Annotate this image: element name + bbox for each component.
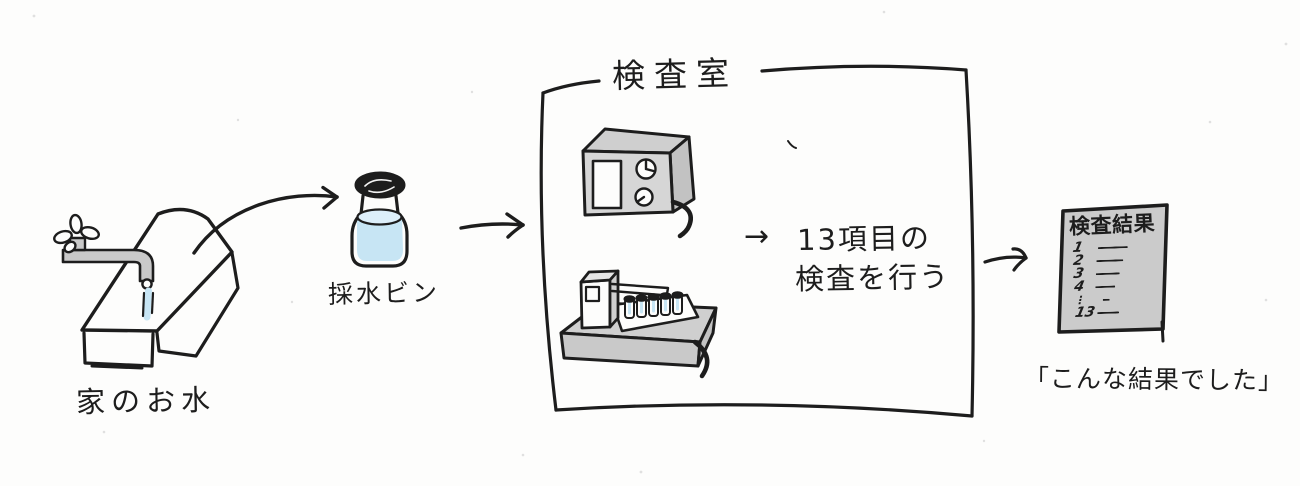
- report-item-list: 1 2 3 4 ⋮ 13: [1071, 240, 1131, 322]
- oven-door: [591, 159, 623, 210]
- sample-bottle-drawing: [350, 171, 409, 268]
- report-item-value-line: [1097, 245, 1128, 249]
- report-item-number: 13: [1073, 304, 1097, 322]
- paper-speckles: [32, 10, 1288, 474]
- lab-analyzer-drawing: [559, 269, 718, 379]
- report-paper-drawing: [1057, 203, 1169, 343]
- instrument-window: [584, 285, 601, 303]
- bottle-label: 採水ビン: [327, 278, 441, 309]
- arrow-sink-to-bottle: [192, 185, 339, 255]
- faucet-handle-icon: [53, 213, 100, 254]
- note-arrow-glyph: →: [744, 219, 770, 254]
- lab-room-outline: [539, 64, 975, 418]
- water-stream: [143, 287, 152, 321]
- note-line-1: 13項目の: [796, 220, 932, 258]
- report-item-value-line: [1096, 258, 1124, 262]
- report-item-value-line: [1102, 298, 1110, 301]
- report-item-value-line: [1097, 310, 1120, 314]
- result-quote: 「こんな結果でした」: [1023, 363, 1285, 396]
- report-item-number: 4: [1072, 278, 1086, 296]
- report-title: 検査結果: [1068, 211, 1156, 239]
- arrow-bottle-to-lab: [459, 212, 525, 239]
- note-line-2: 検査を行う: [794, 259, 951, 297]
- bottle-cap: [354, 171, 406, 199]
- analyzer-cord: [692, 339, 710, 379]
- stray-mark: [787, 140, 797, 149]
- report-item-value-line: [1095, 271, 1120, 275]
- faucet-pipe: [61, 248, 155, 283]
- oven-cord: [670, 199, 694, 239]
- report-item-value-line: [1095, 285, 1116, 288]
- sink-label: 家のお水: [75, 382, 217, 420]
- report-row: 13: [1073, 304, 1130, 322]
- lab-oven-drawing: [581, 127, 696, 239]
- test-tubes-icon: [623, 291, 684, 319]
- oven-dial-icon: [634, 158, 657, 207]
- sink-faucet-drawing: [53, 207, 240, 370]
- arrow-lab-to-report: [983, 247, 1028, 272]
- faucet-spout-tip: [141, 278, 153, 290]
- lab-room-title: 検査室: [611, 53, 739, 96]
